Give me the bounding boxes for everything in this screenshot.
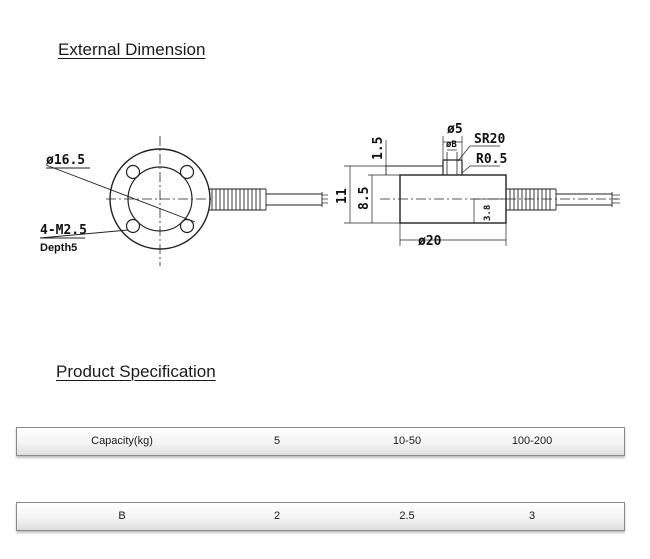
sphere-radius-label: SR20 [474,132,505,147]
spec-cell: 3 [528,510,536,522]
dia-outer-label: ø16.5 [46,153,85,168]
spec-cell: B [118,510,126,522]
external-dimension-heading: External Dimension [58,40,206,59]
spec-cell: 2 [273,510,281,522]
spec-row-capacity: Capacity(kg) 5 10-50 100-200 [16,427,625,456]
step-height-label: 1.5 [371,137,386,160]
front-strain-relief [208,188,267,211]
edge-radius-label: R0.5 [476,152,507,167]
dia-body-label: ø20 [418,234,442,249]
depth-label: Depth5 [40,242,77,254]
side-strain-relief [506,188,557,211]
dimension-drawing: ø16.5 4-M2.5 Depth5 [39,122,620,266]
spec-cell: 2.5 [399,510,415,522]
spec-cell: Capacity(kg) [91,435,153,447]
spec-cell: 10-50 [392,435,422,447]
total-height-label: 11 [335,188,350,204]
thread-label: 4-M2.5 [40,223,87,238]
spec-row-b: B 2 2.5 3 [16,502,625,531]
front-view [39,136,328,266]
spec-cell: 5 [273,435,281,447]
product-specification-heading: Product Specification [56,362,216,381]
side-view [344,136,620,246]
dia-top-label: ø5 [447,122,463,137]
spec-cell: 100-200 [511,435,553,447]
dia-b-label: øB [446,140,457,150]
cable-height-label: 3.8 [483,205,493,221]
body-height-label: 8.5 [357,187,372,210]
